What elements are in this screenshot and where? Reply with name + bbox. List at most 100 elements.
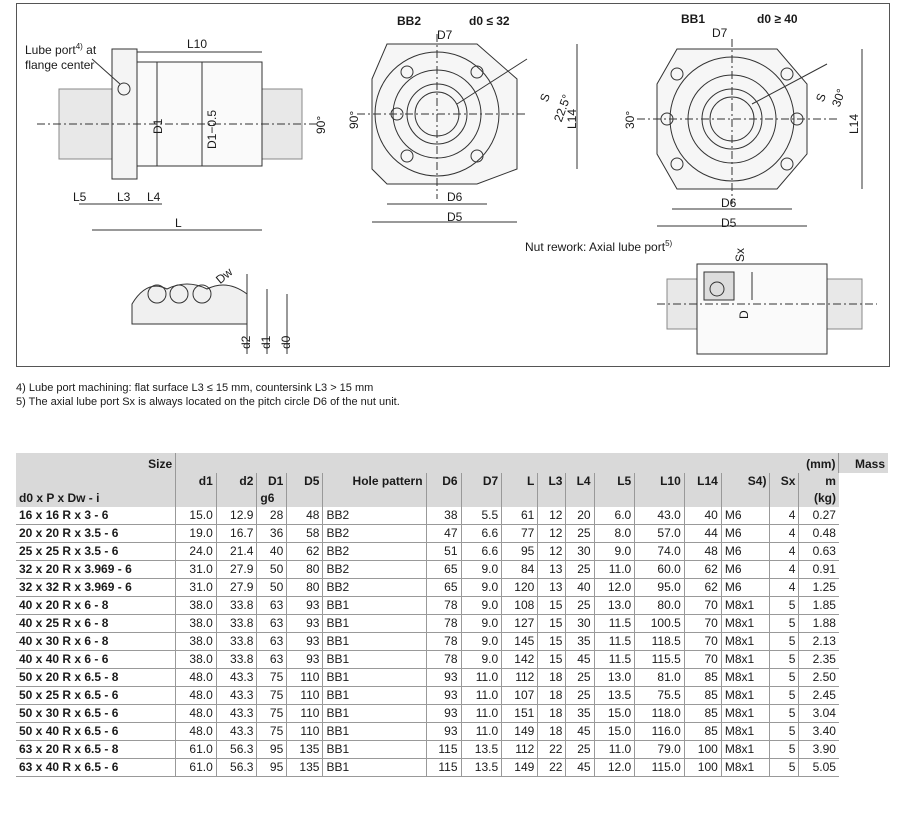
angle-90-bb2: 90° <box>347 110 361 129</box>
table-cell: M8x1 <box>720 722 771 741</box>
table-cell: 48.0 <box>175 686 217 705</box>
table-cell: 93 <box>426 668 462 687</box>
dim-d2: d2 <box>239 335 253 349</box>
table-cell: 93 <box>426 686 462 705</box>
table-cell: 127 <box>501 614 539 633</box>
table-cell: 70 <box>684 632 722 651</box>
table-cell: 58 <box>286 524 323 543</box>
table-cell: 4 <box>769 524 800 543</box>
table-cell: 80 <box>286 578 323 597</box>
table-cell: 80 <box>286 560 323 579</box>
table-cell: BB2 <box>322 524 427 543</box>
table-cell: 3.04 <box>798 704 839 723</box>
table-cell: 43.3 <box>216 704 258 723</box>
table-cell: M6 <box>720 524 771 543</box>
table-cell: M8x1 <box>720 758 771 777</box>
table-cell: 80.0 <box>634 596 685 615</box>
bb1-bolt-hole <box>670 157 684 171</box>
technical-drawing: Lube port4) at flange center L10 D1 D1−0… <box>16 3 890 367</box>
table-cell: 12 <box>537 507 567 525</box>
table-cell: 5 <box>769 596 800 615</box>
bb2-bolt-hole <box>470 65 484 79</box>
table-cell: 63 <box>256 632 288 651</box>
table-cell: 38.0 <box>175 650 217 669</box>
table-cell: 4 <box>769 542 800 561</box>
table-cell: 43.3 <box>216 686 258 705</box>
bb2-label: BB2 <box>397 14 422 28</box>
table-cell: 62 <box>684 578 722 597</box>
table-cell: 142 <box>501 650 539 669</box>
table-cell: 22 <box>537 758 567 777</box>
table-cell: 13.5 <box>461 758 503 777</box>
table-cell: 108 <box>501 596 539 615</box>
table-cell: 9.0 <box>461 560 503 579</box>
table-cell: 9.0 <box>461 632 503 651</box>
table-cell: 6.0 <box>594 507 636 525</box>
table-cell: 11.0 <box>461 722 503 741</box>
table-cell: 11.5 <box>594 632 636 651</box>
table-cell: 75 <box>256 686 288 705</box>
table-cell: 48.0 <box>175 668 217 687</box>
table-cell: 100 <box>684 740 722 759</box>
table-cell: 51 <box>426 542 462 561</box>
table-cell: 4 <box>769 560 800 579</box>
header-d2: d2 <box>216 473 258 490</box>
nut-body <box>136 61 263 167</box>
table-cell: 13.5 <box>594 686 636 705</box>
ball-icon <box>169 284 189 304</box>
table-cell: 40 <box>256 542 288 561</box>
table-cell: 93 <box>286 650 323 669</box>
table-cell: 50 <box>256 578 288 597</box>
table-cell: 50 x 40 R x 6.5 - 6 <box>16 722 176 741</box>
table-cell: M8x1 <box>720 740 771 759</box>
table-cell: 4 <box>769 578 800 597</box>
table-cell: BB2 <box>322 507 427 525</box>
table-cell: 40 x 30 R x 6 - 8 <box>16 632 176 651</box>
table-cell: 63 <box>256 596 288 615</box>
drawing-lines <box>37 34 877 355</box>
table-cell: 110 <box>286 722 323 741</box>
table-cell: 31.0 <box>175 578 217 597</box>
table-cell: BB2 <box>322 542 427 561</box>
bb1-condition: d0 ≥ 40 <box>757 12 798 26</box>
table-cell: 6.6 <box>461 524 503 543</box>
table-cell: 70 <box>684 650 722 669</box>
header-kg: (kg) <box>798 490 839 507</box>
table-cell: 25 <box>565 596 595 615</box>
table-cell: 1.88 <box>798 614 839 633</box>
angle-90-side: 90° <box>314 115 328 134</box>
table-cell: BB2 <box>322 560 427 579</box>
table-cell: 48 <box>684 542 722 561</box>
header-size-formula: d0 x P x Dw - i <box>16 490 176 507</box>
table-cell: 25 <box>565 524 595 543</box>
table-cell: 45 <box>565 722 595 741</box>
table-cell: 95.0 <box>634 578 685 597</box>
table-cell: 12 <box>537 542 567 561</box>
header-L4: L4 <box>565 473 595 490</box>
table-cell: 110 <box>286 686 323 705</box>
table-cell: 118.0 <box>634 704 685 723</box>
table-cell: 93 <box>426 722 462 741</box>
table-cell: BB2 <box>322 578 427 597</box>
table-cell: 38.0 <box>175 632 217 651</box>
table-cell: 28 <box>256 507 288 525</box>
table-cell: BB1 <box>322 686 427 705</box>
table-cell: 32 x 20 R x 3.969 - 6 <box>16 560 176 579</box>
table-cell: 78 <box>426 596 462 615</box>
header-mass: Mass <box>838 453 888 473</box>
table-cell: 5 <box>769 704 800 723</box>
table-cell: 110 <box>286 704 323 723</box>
dim-L: L <box>175 216 182 230</box>
header-L5: L5 <box>594 473 636 490</box>
table-cell: 15 <box>537 596 567 615</box>
dim-L4: L4 <box>147 190 161 204</box>
dim-D7-bb2: D7 <box>437 28 453 42</box>
table-cell: 61.0 <box>175 758 217 777</box>
